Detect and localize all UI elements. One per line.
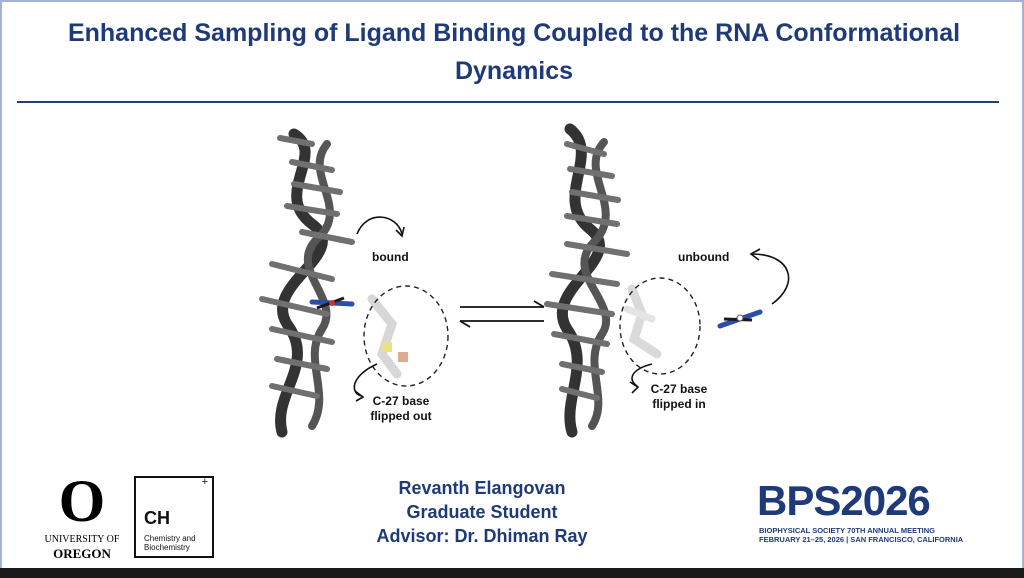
- bps-tagline-line1: BIOPHYSICAL SOCIETY 70TH ANNUAL MEETING: [759, 526, 935, 535]
- title-divider: [17, 101, 999, 103]
- c27-highlight-circle-unbound: [619, 277, 701, 375]
- flipped-in-label-line2: flipped in: [652, 397, 706, 411]
- bps-tagline-line2: FEBRUARY 21–25, 2026 | SAN FRANCISCO, CA…: [759, 535, 964, 544]
- flipped-in-label: C-27 base flipped in: [644, 382, 714, 412]
- bound-pointer-arrow: [356, 216, 403, 235]
- rna-structures-svg: [259, 123, 790, 438]
- ch-subtitle-line2: Biochemistry: [144, 543, 190, 552]
- bound-ligand: [309, 296, 355, 310]
- rna-unbound-structure: [544, 123, 790, 438]
- ch-symbol: CH: [144, 508, 170, 528]
- rna-conformation-figure: bound C-27 base flipped out unbound C-27…: [232, 114, 792, 444]
- presenter-credits: Revanth Elangovan Graduate Student Advis…: [332, 476, 632, 548]
- oregon-line1: UNIVERSITY OF: [44, 534, 120, 545]
- ch-plus-mark: +: [201, 476, 208, 488]
- c27-highlight-circle: [363, 285, 449, 387]
- bottom-bar: [0, 568, 1024, 578]
- unbound-label: unbound: [678, 250, 730, 264]
- flipped-out-base: [367, 294, 408, 379]
- unbound-pointer-arrow: [751, 253, 790, 305]
- equilibrium-arrows: [459, 300, 545, 328]
- chemistry-biochemistry-logo: + CH Chemistry and Biochemistry: [134, 476, 214, 558]
- bound-label: bound: [372, 250, 409, 264]
- slide-title: Enhanced Sampling of Ligand Binding Coup…: [67, 19, 961, 85]
- flipped-in-label-line1: C-27 base: [650, 382, 708, 396]
- presenter-name: Revanth Elangovan: [398, 478, 566, 498]
- flipped-out-label-line2: flipped out: [370, 409, 432, 423]
- free-ligand: [717, 309, 763, 329]
- flipped-out-label: C-27 base flipped out: [366, 394, 436, 424]
- presenter-advisor: Advisor: Dr. Dhiman Ray: [376, 526, 588, 546]
- oregon-line2: OREGON: [53, 546, 111, 561]
- university-of-oregon-logo: O UNIVERSITY OF OREGON: [42, 470, 122, 566]
- bps-wordmark: BPS2026: [757, 477, 931, 524]
- flipped-in-base: [623, 284, 662, 359]
- ch-subtitle-line1: Chemistry and: [144, 534, 196, 543]
- rna-bound-structure: [259, 128, 449, 438]
- flipped-out-label-line1: C-27 base: [372, 394, 430, 408]
- bps-tagline: BIOPHYSICAL SOCIETY 70TH ANNUAL MEETING …: [759, 526, 963, 544]
- bps-2026-logo: BPS2026 BIOPHYSICAL SOCIETY 70TH ANNUAL …: [757, 478, 987, 558]
- presenter-role: Graduate Student: [406, 502, 558, 522]
- oregon-o-mark: O: [58, 468, 106, 534]
- ch-subtitle: Chemistry and Biochemistry: [144, 534, 196, 552]
